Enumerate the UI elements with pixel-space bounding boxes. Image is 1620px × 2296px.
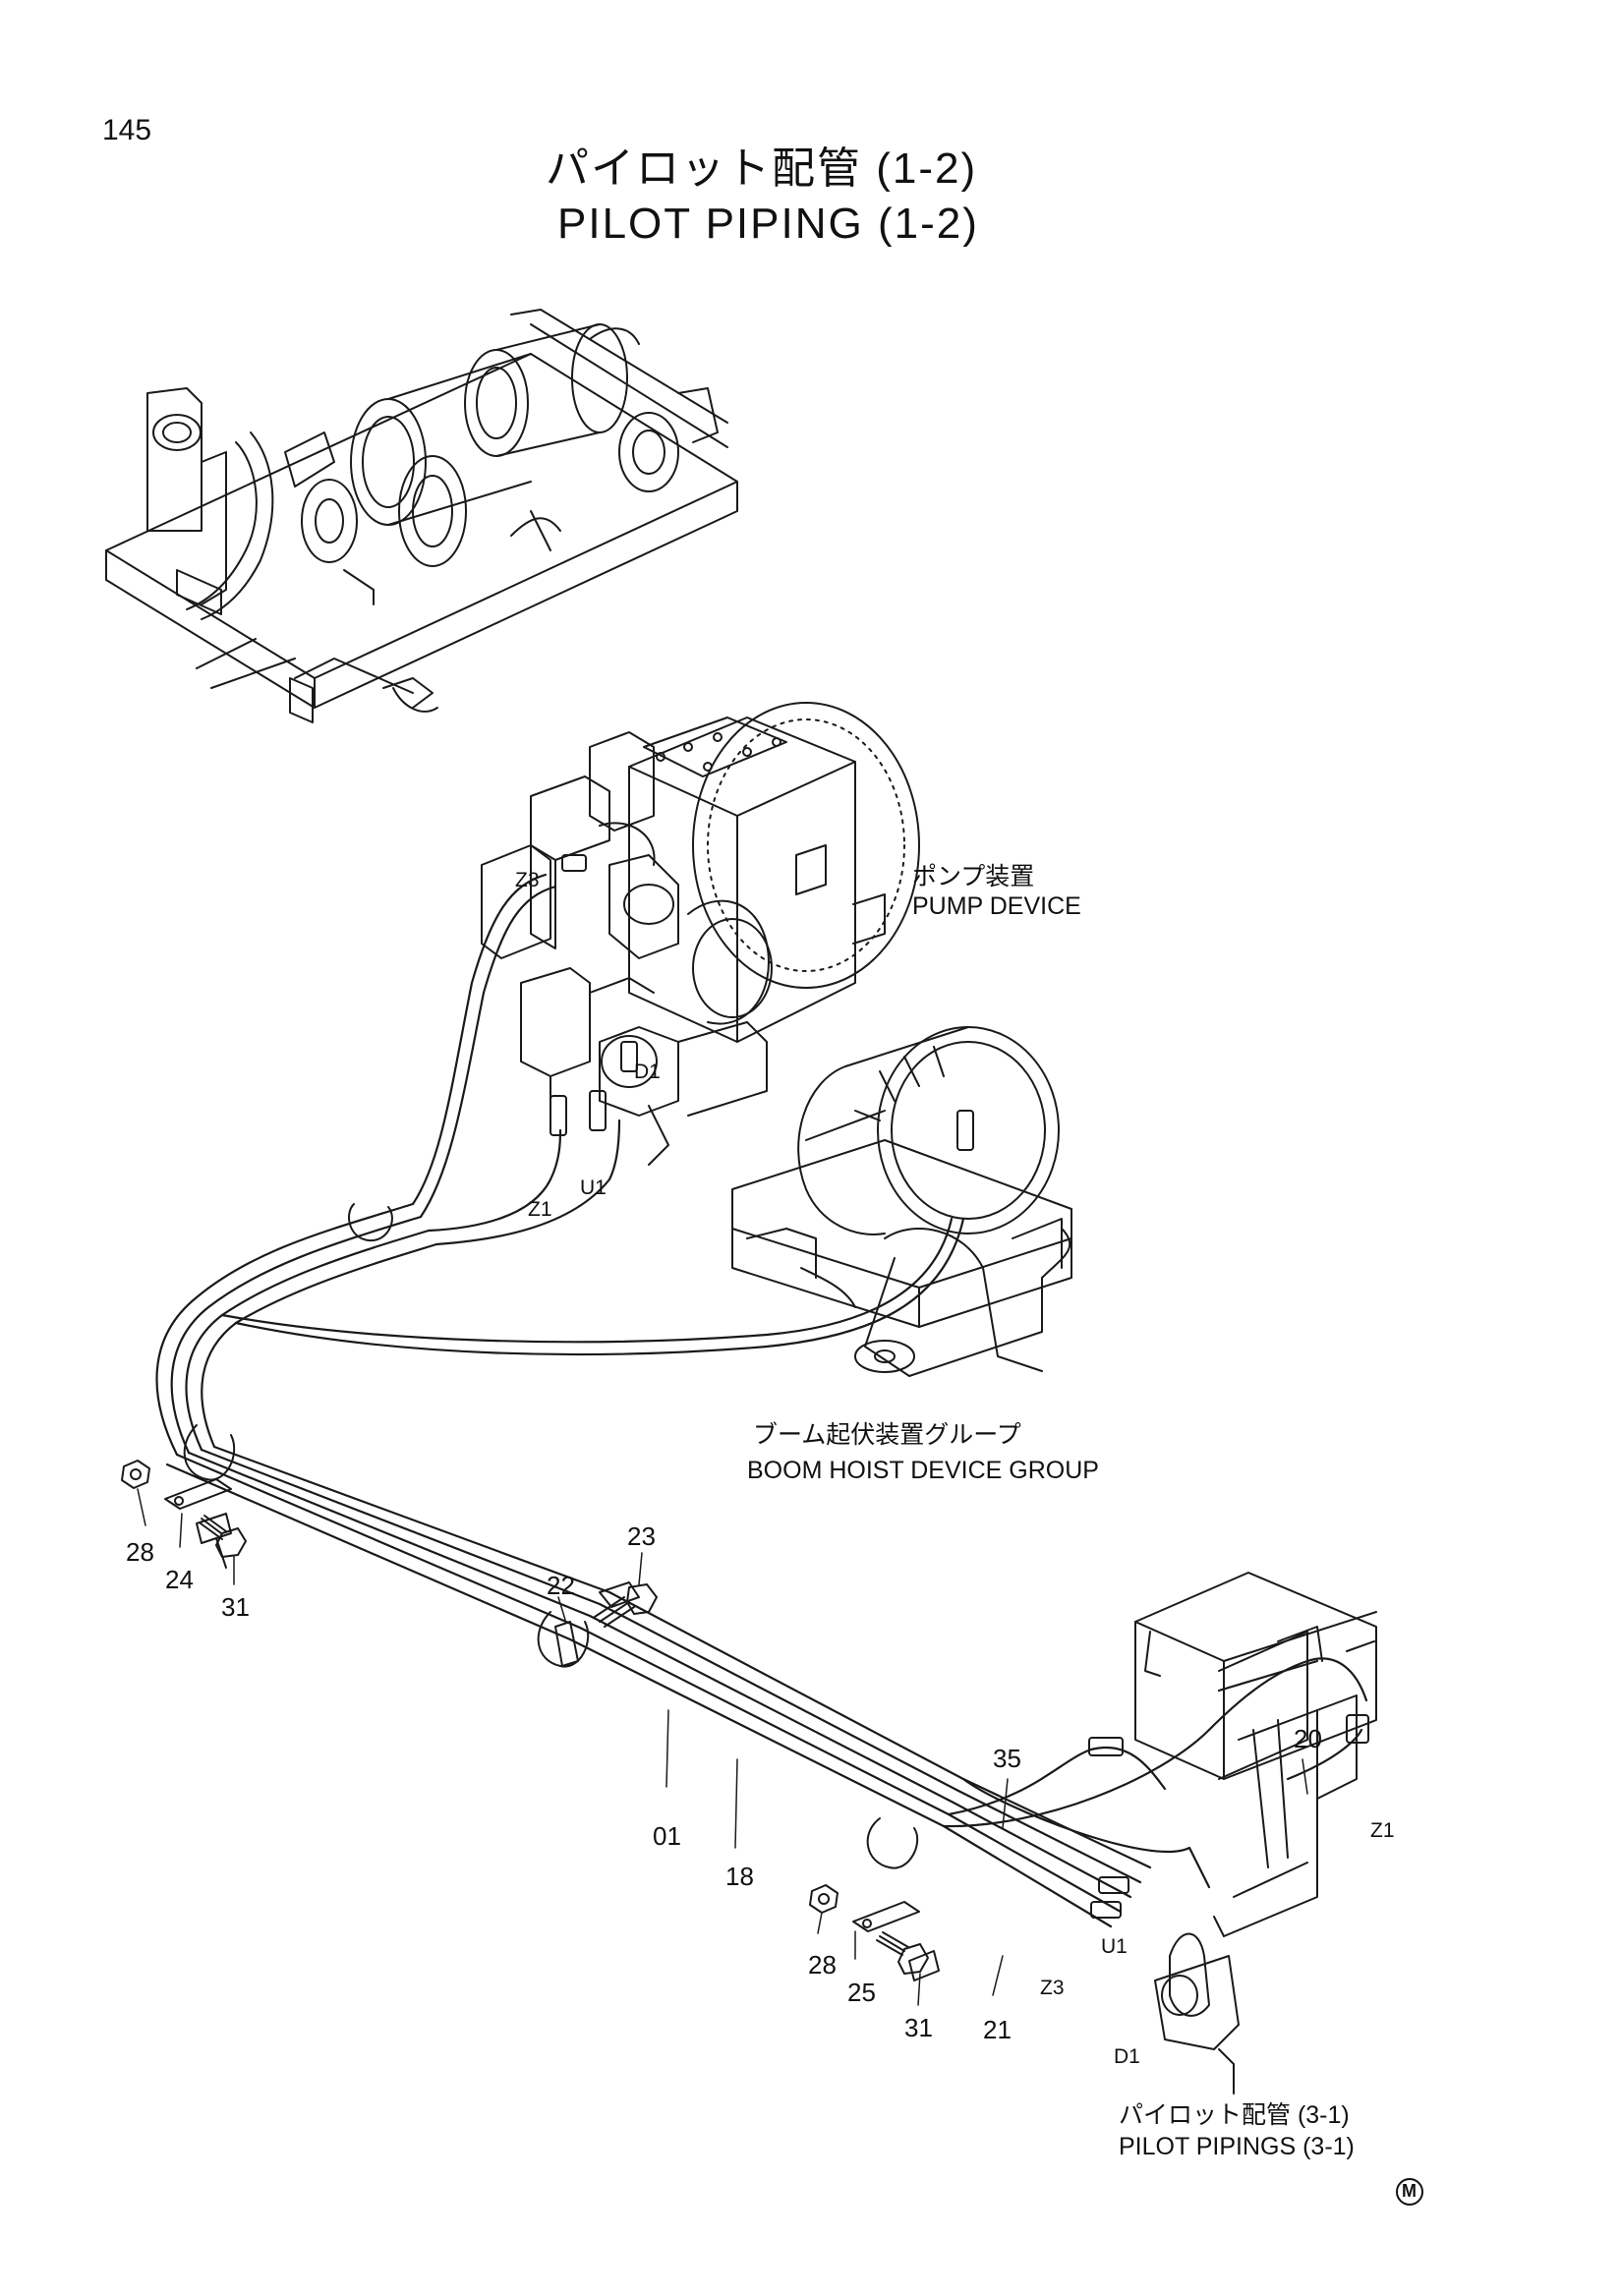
port-z3-bottom: Z3 <box>1040 1977 1065 1999</box>
port-u1-bottom: U1 <box>1101 1935 1128 1958</box>
page-number: 145 <box>102 114 152 146</box>
nut-28b-drawing <box>809 1884 839 1914</box>
bolt-23-drawing <box>594 1583 658 1628</box>
part-number-20: 20 <box>1294 1724 1322 1753</box>
corner-mark-letter: M <box>1402 2181 1417 2201</box>
port-z3-top: Z3 <box>515 869 540 891</box>
nut-28a-drawing <box>121 1460 150 1489</box>
hose-clamps <box>183 1203 919 1869</box>
part-number-35: 35 <box>993 1744 1021 1773</box>
boom-hoist-label-jp: ブーム起伏装置グループ <box>753 1421 1021 1449</box>
pilot-pipings-label-en: PILOT PIPINGS (3-1) <box>1119 2133 1355 2160</box>
part-number-31a: 31 <box>221 1592 250 1622</box>
winch-assembly-drawing <box>105 309 738 723</box>
part-number-31b: 31 <box>904 2013 933 2042</box>
leader-lines <box>137 1488 1308 2006</box>
part-number-24: 24 <box>165 1565 194 1594</box>
part-number-01: 01 <box>653 1821 681 1851</box>
control-valve-drawing <box>1134 1572 1377 2095</box>
part-number-22: 22 <box>547 1571 575 1600</box>
boom-hoist-device-drawing <box>731 1026 1072 1377</box>
part-number-21: 21 <box>983 2015 1012 2044</box>
pump-device-label-jp: ポンプ装置 <box>912 863 1035 890</box>
boom-hoist-label-en: BOOM HOIST DEVICE GROUP <box>747 1457 1099 1484</box>
pump-device-label-en: PUMP DEVICE <box>912 892 1081 920</box>
bracket-22-drawing <box>554 1581 640 1667</box>
title-english: PILOT PIPING (1-2) <box>557 200 979 248</box>
part-number-28b: 28 <box>808 1950 837 1980</box>
pump-device-drawing <box>481 702 920 1166</box>
part-number-28a: 28 <box>126 1537 154 1567</box>
port-z1-right: Z1 <box>1370 1819 1395 1842</box>
pilot-pipings-label-jp: パイロット配管 (3-1) <box>1119 2101 1350 2129</box>
port-u1-top: U1 <box>580 1177 607 1199</box>
bracket-25-drawing <box>852 1901 940 1981</box>
port-z1-top: Z1 <box>528 1198 552 1221</box>
port-d1-top: D1 <box>634 1061 661 1083</box>
corner-mark-circle <box>1396 2178 1423 2206</box>
part-number-18: 18 <box>725 1862 754 1891</box>
part-number-25: 25 <box>847 1978 876 2007</box>
part-number-23: 23 <box>627 1521 656 1551</box>
bolt-31a-drawing <box>200 1515 247 1558</box>
title-japanese: パイロット配管 (1-2) <box>546 144 978 193</box>
bolt-31b-drawing <box>876 1931 929 1975</box>
hose-fittings <box>550 854 1369 1919</box>
port-d1-bottom: D1 <box>1114 2045 1140 2068</box>
hose-bundle <box>155 873 1368 1928</box>
